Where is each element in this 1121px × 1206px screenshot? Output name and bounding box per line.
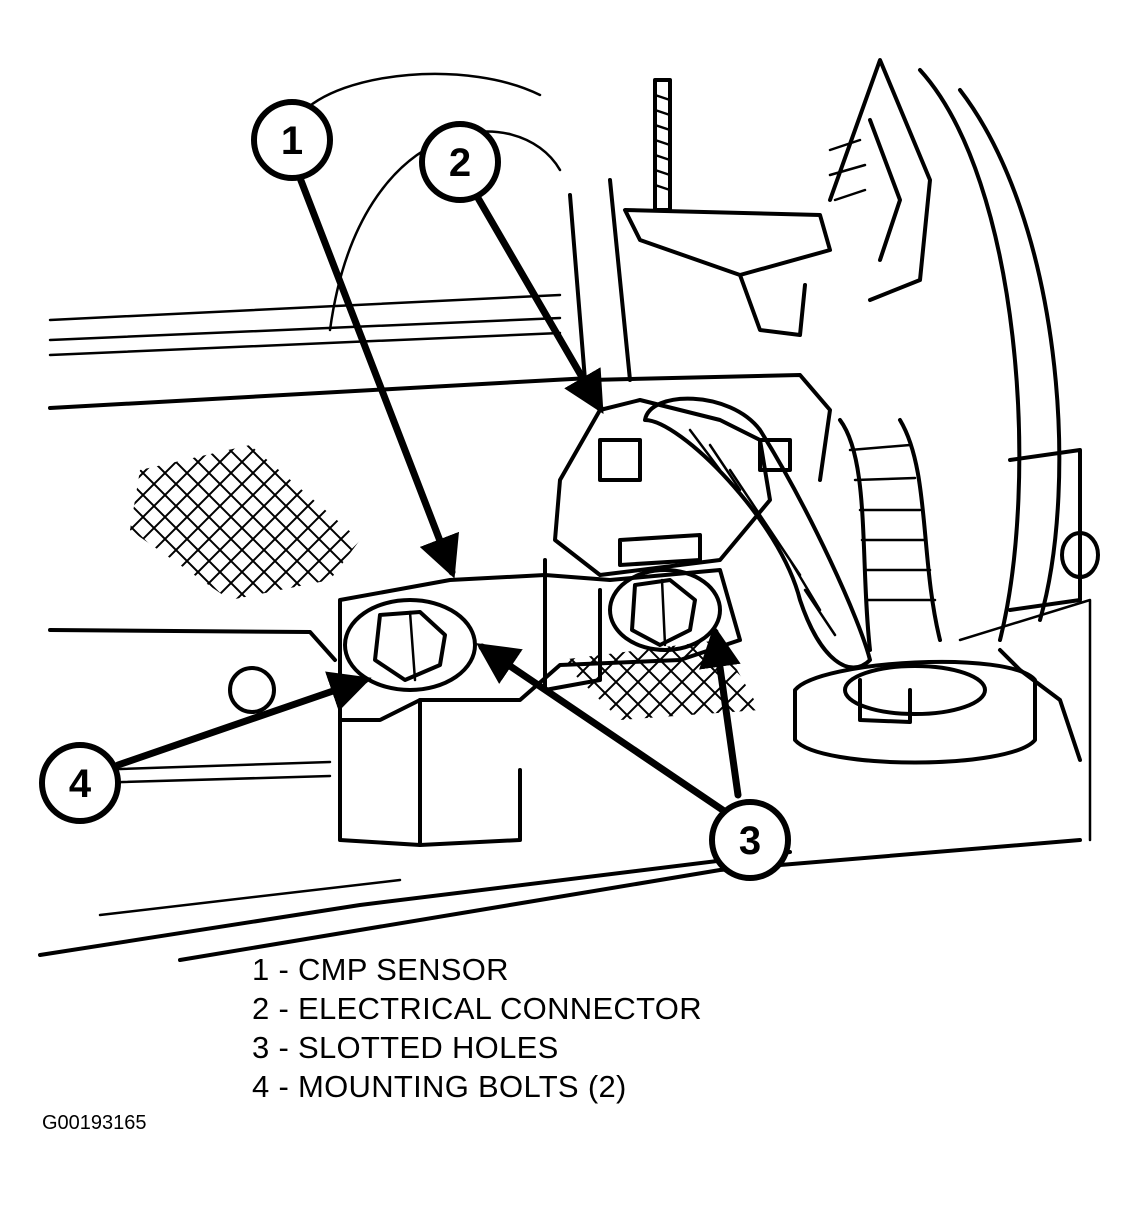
callout-4: 4: [39, 742, 121, 824]
wire-harness: [643, 396, 942, 670]
right-components: [793, 448, 1100, 842]
legend-item-3: 3 - SLOTTED HOLES: [252, 1030, 559, 1065]
callout-3: 3: [709, 799, 791, 881]
callout-1-number: 1: [281, 119, 303, 163]
legend-item-2: 2 - ELECTRICAL CONNECTOR: [252, 991, 702, 1026]
callout-3-number: 3: [739, 819, 761, 863]
legend-item-4: 4 - MOUNTING BOLTS (2): [252, 1069, 627, 1104]
legend: 1 - CMP SENSOR 2 - ELECTRICAL CONNECTOR …: [252, 950, 702, 1106]
callout-2-number: 2: [449, 141, 471, 185]
engine-block-outline: [38, 72, 1082, 962]
cmp-sensor-body: [338, 373, 832, 847]
callout-4-number: 4: [69, 762, 92, 806]
figure-id: G00193165: [42, 1112, 147, 1134]
mounting-bolt-left: [343, 598, 477, 692]
mounting-bolt-right: [608, 568, 722, 652]
bracket-assembly: [568, 58, 1062, 642]
callout-2: 2: [419, 121, 501, 203]
callout-1: 1: [251, 99, 333, 181]
leader-lines: [114, 174, 742, 819]
legend-item-1: 1 - CMP SENSOR: [252, 952, 509, 987]
